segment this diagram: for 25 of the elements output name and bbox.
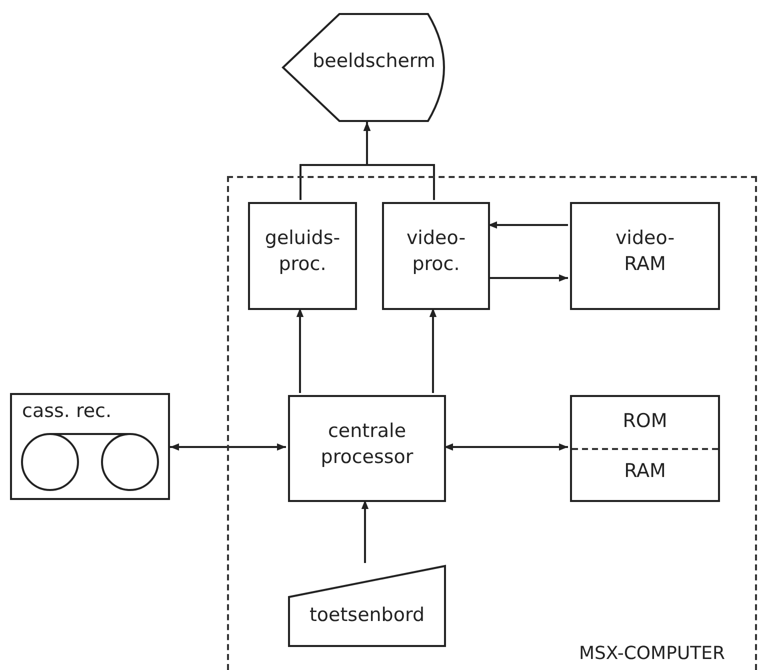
arrow xyxy=(488,221,568,229)
node-label: cass. rec. xyxy=(22,399,112,424)
node-label: ROM xyxy=(622,409,668,434)
node-label: toetsenbord xyxy=(308,603,426,628)
node-label: RAM xyxy=(623,459,667,484)
arrow xyxy=(296,308,304,393)
arrow xyxy=(361,500,369,563)
process-box xyxy=(248,202,357,310)
cassette-recorder-box xyxy=(10,393,170,500)
arrow xyxy=(363,122,435,200)
node-label: centrale processor xyxy=(320,419,414,470)
node-label: MSX-COMPUTER xyxy=(578,642,725,666)
arrow xyxy=(444,443,568,451)
arrow xyxy=(429,308,437,393)
system-boundary xyxy=(227,176,757,670)
node-label: video- RAM xyxy=(614,226,676,277)
process-box xyxy=(382,202,490,310)
process-box xyxy=(288,395,446,502)
process-box xyxy=(570,202,720,310)
node-label: beeldscherm xyxy=(312,49,436,74)
node-label: geluids- proc. xyxy=(264,226,342,277)
node-label: video- proc. xyxy=(405,226,467,277)
arrow xyxy=(488,274,568,282)
memory-box xyxy=(570,395,720,502)
arrow xyxy=(170,443,286,451)
